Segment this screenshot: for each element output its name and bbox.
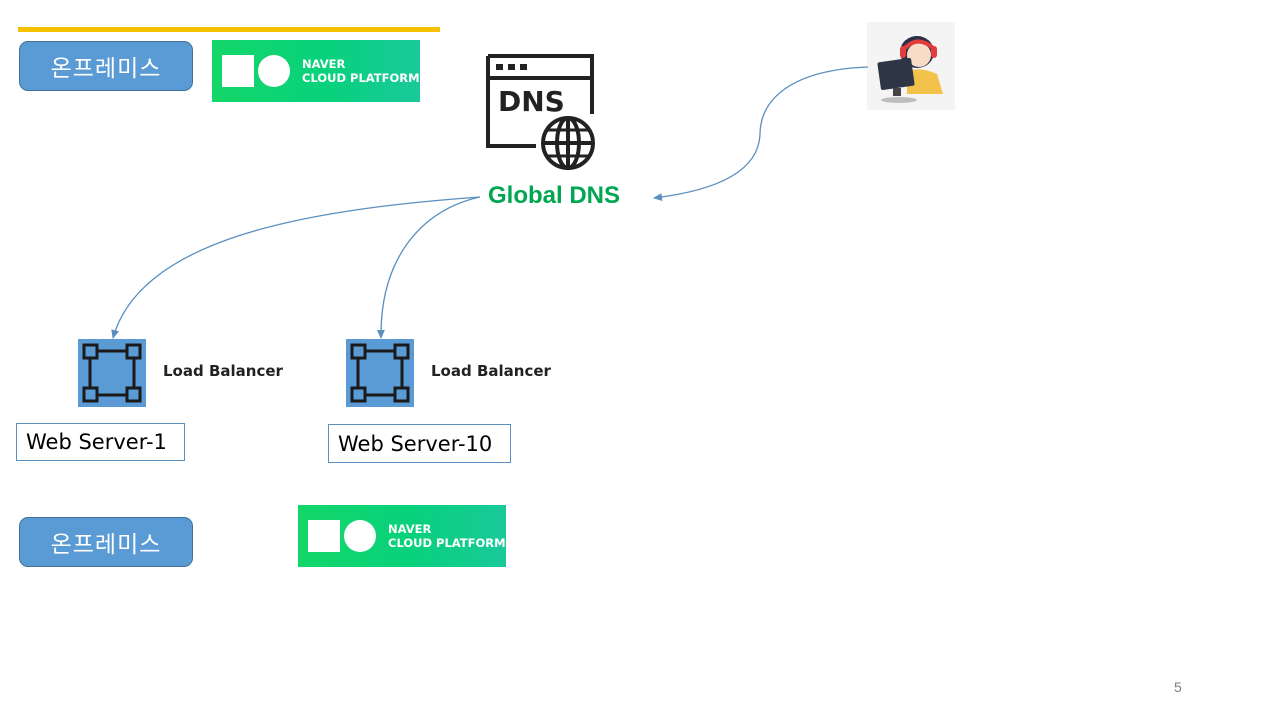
load-balancer-label-1: Load Balancer [163, 362, 283, 380]
load-balancer-icon-2 [346, 339, 414, 407]
logo-circle-icon [344, 520, 376, 552]
page-number: 5 [1174, 679, 1182, 695]
onprem-button-bottom[interactable]: 온프레미스 [19, 517, 193, 567]
logo-line1: NAVER [388, 522, 432, 536]
logo-circle-icon [258, 55, 290, 87]
arrow-dns-to-lb2 [376, 196, 481, 339]
naver-cloud-platform-logo-top: NAVER CLOUD PLATFORM [212, 40, 420, 102]
load-balancer-label-2: Load Balancer [431, 362, 551, 380]
arrow-user-to-dns [653, 66, 869, 202]
title-accent-bar [18, 27, 440, 32]
logo-line1: NAVER [302, 57, 346, 71]
naver-cloud-platform-logo-bottom: NAVER CLOUD PLATFORM [298, 505, 506, 567]
web-server-box-2[interactable]: Web Server-10 [328, 424, 511, 463]
logo-line2: CLOUD PLATFORM [302, 71, 420, 85]
logo-square-icon [308, 520, 340, 552]
global-dns-label: Global DNS [488, 182, 621, 209]
user-avatar [867, 22, 955, 110]
load-balancer-icon-1 [78, 339, 146, 407]
arrow-dns-to-lb1 [111, 196, 481, 339]
dns-icon-text: DNS [498, 85, 565, 118]
dns-server-icon: DNS [486, 54, 595, 170]
logo-line2: CLOUD PLATFORM [388, 536, 506, 550]
web-server-box-1[interactable]: Web Server-1 [16, 423, 185, 461]
onprem-button-top[interactable]: 온프레미스 [19, 41, 193, 91]
logo-square-icon [222, 55, 254, 87]
